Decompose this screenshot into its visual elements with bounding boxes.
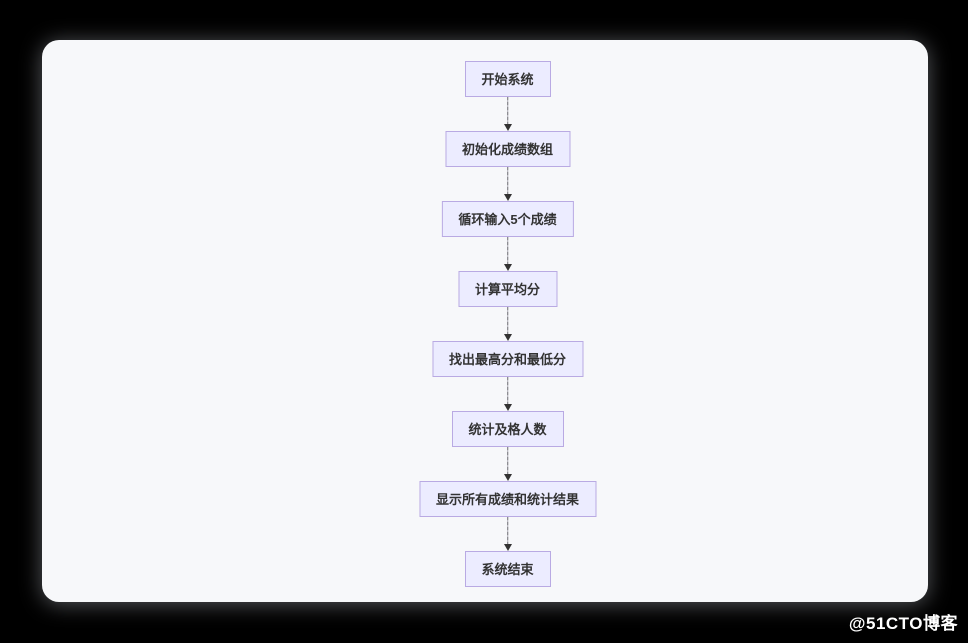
flow-node-pass: 统计及格人数 xyxy=(451,411,564,447)
arrow-head-icon xyxy=(503,124,512,131)
arrow-head-icon xyxy=(503,264,512,271)
flow-node-start: 开始系统 xyxy=(464,61,551,97)
flow-node-end: 系统结束 xyxy=(464,551,551,587)
arrow-head-icon xyxy=(503,474,512,481)
arrow-line xyxy=(506,447,509,475)
flow-arrow-start-to-init xyxy=(503,97,513,131)
arrow-line xyxy=(506,377,509,405)
arrow-line xyxy=(506,307,509,335)
arrow-head-icon xyxy=(503,194,512,201)
flowchart-canvas: 开始系统初始化成绩数组循环输入5个成绩计算平均分找出最高分和最低分统计及格人数显… xyxy=(42,40,928,602)
flow-node-display: 显示所有成绩和统计结果 xyxy=(418,481,597,517)
flow-node-init: 初始化成绩数组 xyxy=(444,131,571,167)
flow-arrow-average-to-minmax xyxy=(503,307,513,341)
flow-node-loop: 循环输入5个成绩 xyxy=(441,201,574,237)
flow-arrow-display-to-end xyxy=(503,517,513,551)
arrow-head-icon xyxy=(503,404,512,411)
arrow-line xyxy=(506,237,509,265)
arrow-line xyxy=(506,167,509,195)
flow-arrow-pass-to-display xyxy=(503,447,513,481)
arrow-line xyxy=(506,517,509,545)
watermark-text: @51CTO博客 xyxy=(848,614,958,633)
arrow-line xyxy=(506,97,509,125)
flow-arrow-init-to-loop xyxy=(503,167,513,201)
arrow-head-icon xyxy=(503,544,512,551)
content-card: 开始系统初始化成绩数组循环输入5个成绩计算平均分找出最高分和最低分统计及格人数显… xyxy=(42,40,928,602)
flow-node-minmax: 找出最高分和最低分 xyxy=(431,341,584,377)
flow-arrow-loop-to-average xyxy=(503,237,513,271)
flow-arrow-minmax-to-pass xyxy=(503,377,513,411)
flow-node-average: 计算平均分 xyxy=(457,271,558,307)
arrow-head-icon xyxy=(503,334,512,341)
